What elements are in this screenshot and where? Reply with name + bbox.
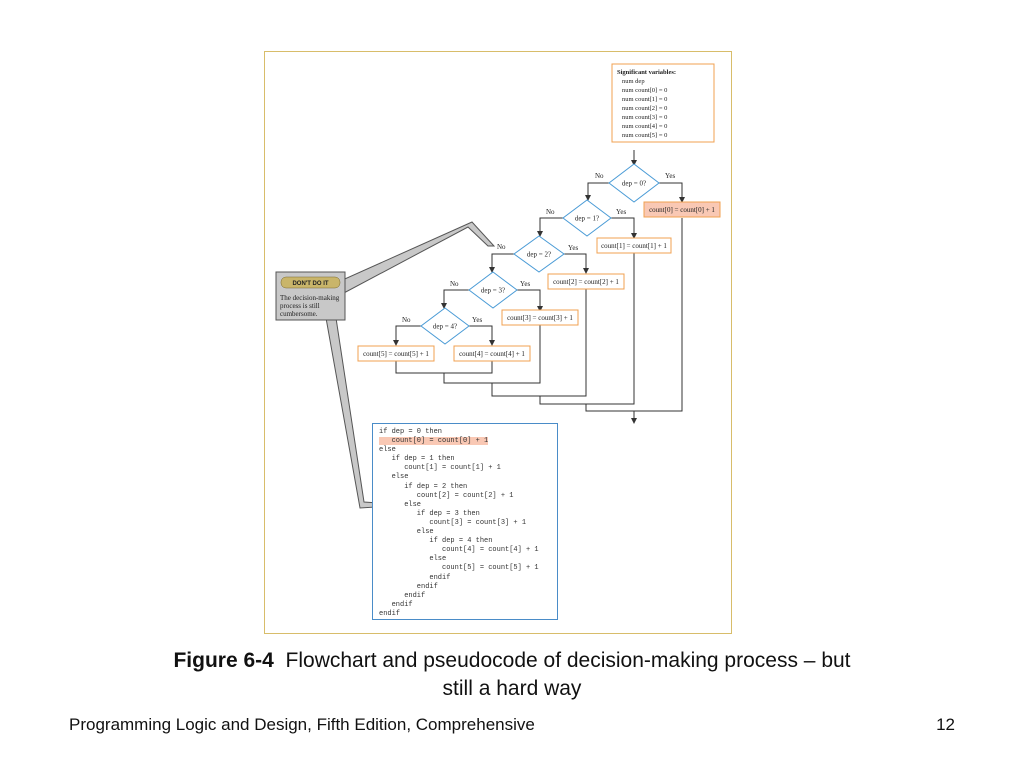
pseudocode-box: if dep = 0 then count[0] = count[0] + 1 …	[372, 423, 558, 620]
variable-line: num dep	[622, 78, 645, 85]
decision-3: dep = 2? No Yes	[497, 235, 578, 273]
code-line: endif	[379, 609, 401, 618]
variable-line: num count[3] = 0	[622, 114, 667, 121]
code-line: else	[379, 500, 422, 509]
yes-label: Yes	[616, 208, 626, 216]
code-line: count[3] = count[3] + 1	[379, 518, 527, 527]
code-line: endif	[379, 600, 413, 609]
variable-line: num count[5] = 0	[622, 132, 667, 139]
variable-line: num count[0] = 0	[622, 87, 667, 94]
yes-label: Yes	[520, 280, 530, 288]
no-label: No	[402, 316, 411, 324]
callout-text-line: process is still	[280, 302, 320, 310]
flow-connectors	[395, 150, 683, 420]
figure-caption: Figure 6-4 Flowchart and pseudocode of d…	[60, 647, 964, 703]
code-line: if dep = 1 then	[379, 455, 455, 464]
no-label: No	[546, 208, 555, 216]
caption-text-line2: still a hard way	[442, 677, 582, 700]
decision-2: dep = 1? No Yes	[546, 199, 626, 237]
decision-1: dep = 0? No Yes	[595, 163, 675, 203]
code-line: endif	[379, 591, 426, 600]
process-count2: count[2] = count[2] + 1	[547, 273, 625, 290]
variable-line: num count[4] = 0	[622, 123, 667, 130]
caption-text-line1: Flowchart and pseudocode of decision-mak…	[285, 649, 851, 672]
decision-label: dep = 1?	[575, 215, 599, 223]
no-label: No	[450, 280, 459, 288]
arrowheads	[393, 160, 685, 424]
yes-label: Yes	[665, 172, 675, 180]
no-label: No	[595, 172, 604, 180]
decision-label: dep = 2?	[527, 251, 551, 259]
process-count3: count[3] = count[3] + 1	[501, 309, 579, 326]
code-line: else	[379, 528, 434, 537]
decision-4: dep = 3? No Yes	[450, 271, 530, 309]
process-label: count[5] = count[5] + 1	[363, 350, 429, 358]
code-line-highlighted: count[0] = count[0] + 1	[379, 437, 557, 446]
decision-label: dep = 4?	[433, 323, 457, 331]
code-line: else	[379, 446, 396, 455]
process-label: count[2] = count[2] + 1	[553, 278, 619, 286]
process-count5: count[5] = count[5] + 1	[357, 345, 435, 362]
process-count0: count[0] = count[0] + 1	[643, 201, 721, 218]
variables-box: Significant variables: num dep num count…	[611, 63, 715, 143]
dont-do-it-callout: DON'T DO IT The decision-making process …	[275, 221, 496, 509]
callout-badge-text: DON'T DO IT	[292, 281, 328, 287]
code-line-highlight: count[0] = count[0] + 1	[379, 437, 489, 446]
flowchart: Significant variables: num dep num count…	[275, 63, 721, 509]
code-line: if dep = 3 then	[379, 509, 480, 518]
yes-label: Yes	[472, 316, 482, 324]
callout-badge	[280, 276, 341, 289]
code-line: count[2] = count[2] + 1	[379, 491, 514, 500]
code-line: count[1] = count[1] + 1	[379, 464, 501, 473]
code-line: if dep = 4 then	[379, 537, 493, 546]
variable-line: num count[2] = 0	[622, 105, 667, 112]
yes-label: Yes	[568, 244, 578, 252]
decision-5: dep = 4? No Yes	[402, 307, 482, 345]
process-label: count[0] = count[0] + 1	[649, 206, 715, 214]
code-line: else	[379, 473, 409, 482]
callout-text-line: cumbersome.	[280, 310, 318, 318]
callout-pointer-upper	[337, 221, 496, 295]
code-line: count[4] = count[4] + 1	[379, 546, 539, 555]
code-line: else	[379, 555, 447, 564]
process-label: count[1] = count[1] + 1	[601, 242, 667, 250]
process-label: count[4] = count[4] + 1	[459, 350, 525, 358]
code-line: count[5] = count[5] + 1	[379, 564, 539, 573]
footer-title: Programming Logic and Design, Fifth Edit…	[69, 715, 535, 734]
code-line: if dep = 2 then	[379, 482, 468, 491]
process-count1: count[1] = count[1] + 1	[596, 237, 672, 254]
code-line: endif	[379, 582, 438, 591]
process-count4: count[4] = count[4] + 1	[453, 345, 531, 362]
process-label: count[3] = count[3] + 1	[507, 314, 573, 322]
variable-line: num count[1] = 0	[622, 96, 667, 103]
decision-label: dep = 3?	[481, 287, 505, 295]
code-line: endif	[379, 573, 451, 582]
no-label: No	[497, 243, 506, 251]
caption-label: Figure 6-4	[173, 649, 274, 672]
decision-label: dep = 0?	[622, 180, 646, 188]
variables-title: Significant variables:	[617, 69, 676, 76]
callout-text-line: The decision-making	[280, 294, 340, 302]
code-line: if dep = 0 then	[379, 428, 443, 436]
page-number: 12	[936, 715, 955, 734]
